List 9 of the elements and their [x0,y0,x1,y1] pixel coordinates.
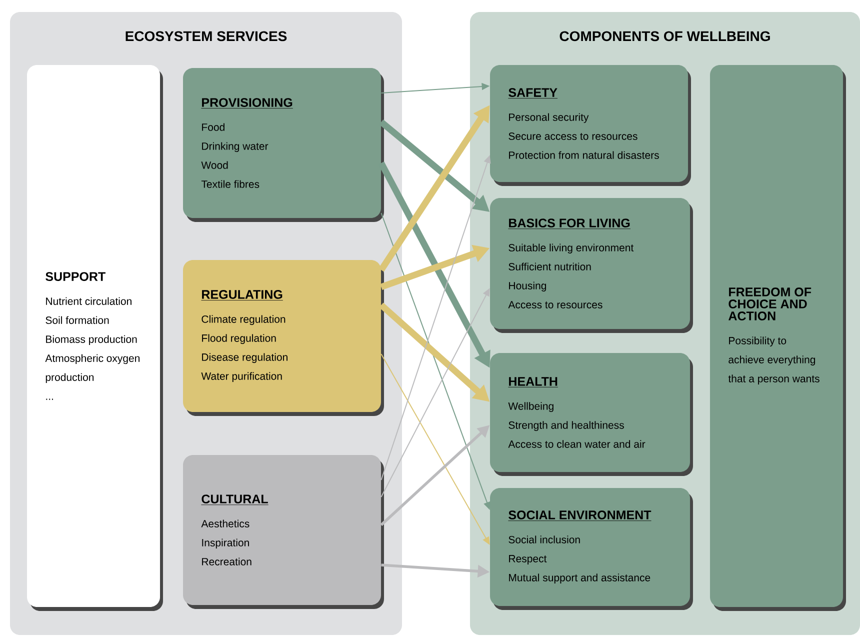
category-box: BASICS FOR LIVING Suitable living environment Sufficient nutrition Housing Access to resources [490,198,693,333]
category-box: FREEDOM OF CHOICE AND ACTION Possibility to achieve everything that a person wants [710,65,846,611]
category-box: PROVISIONING Food Drinking water Wood Textile fibres [183,68,384,222]
category-box: CULTURAL Aesthetics Inspiration Recreation [183,455,384,609]
category-box: SUPPORT Nutrient circulation Soil formation Biomass production Atmospheric oxygen production ... [27,65,163,611]
category-box: SAFETY Personal security Secure access to resources Protection from natural disasters [490,65,691,186]
category-box: HEALTH Wellbeing Strength and healthiness Access to clean water and air [490,353,693,476]
category-box: REGULATING Climate regulation Flood regulation Disease regulation Water purification [183,260,384,416]
category-box: SOCIAL ENVIRONMENT Social inclusion Respect Mutual support and assistance [490,488,693,610]
